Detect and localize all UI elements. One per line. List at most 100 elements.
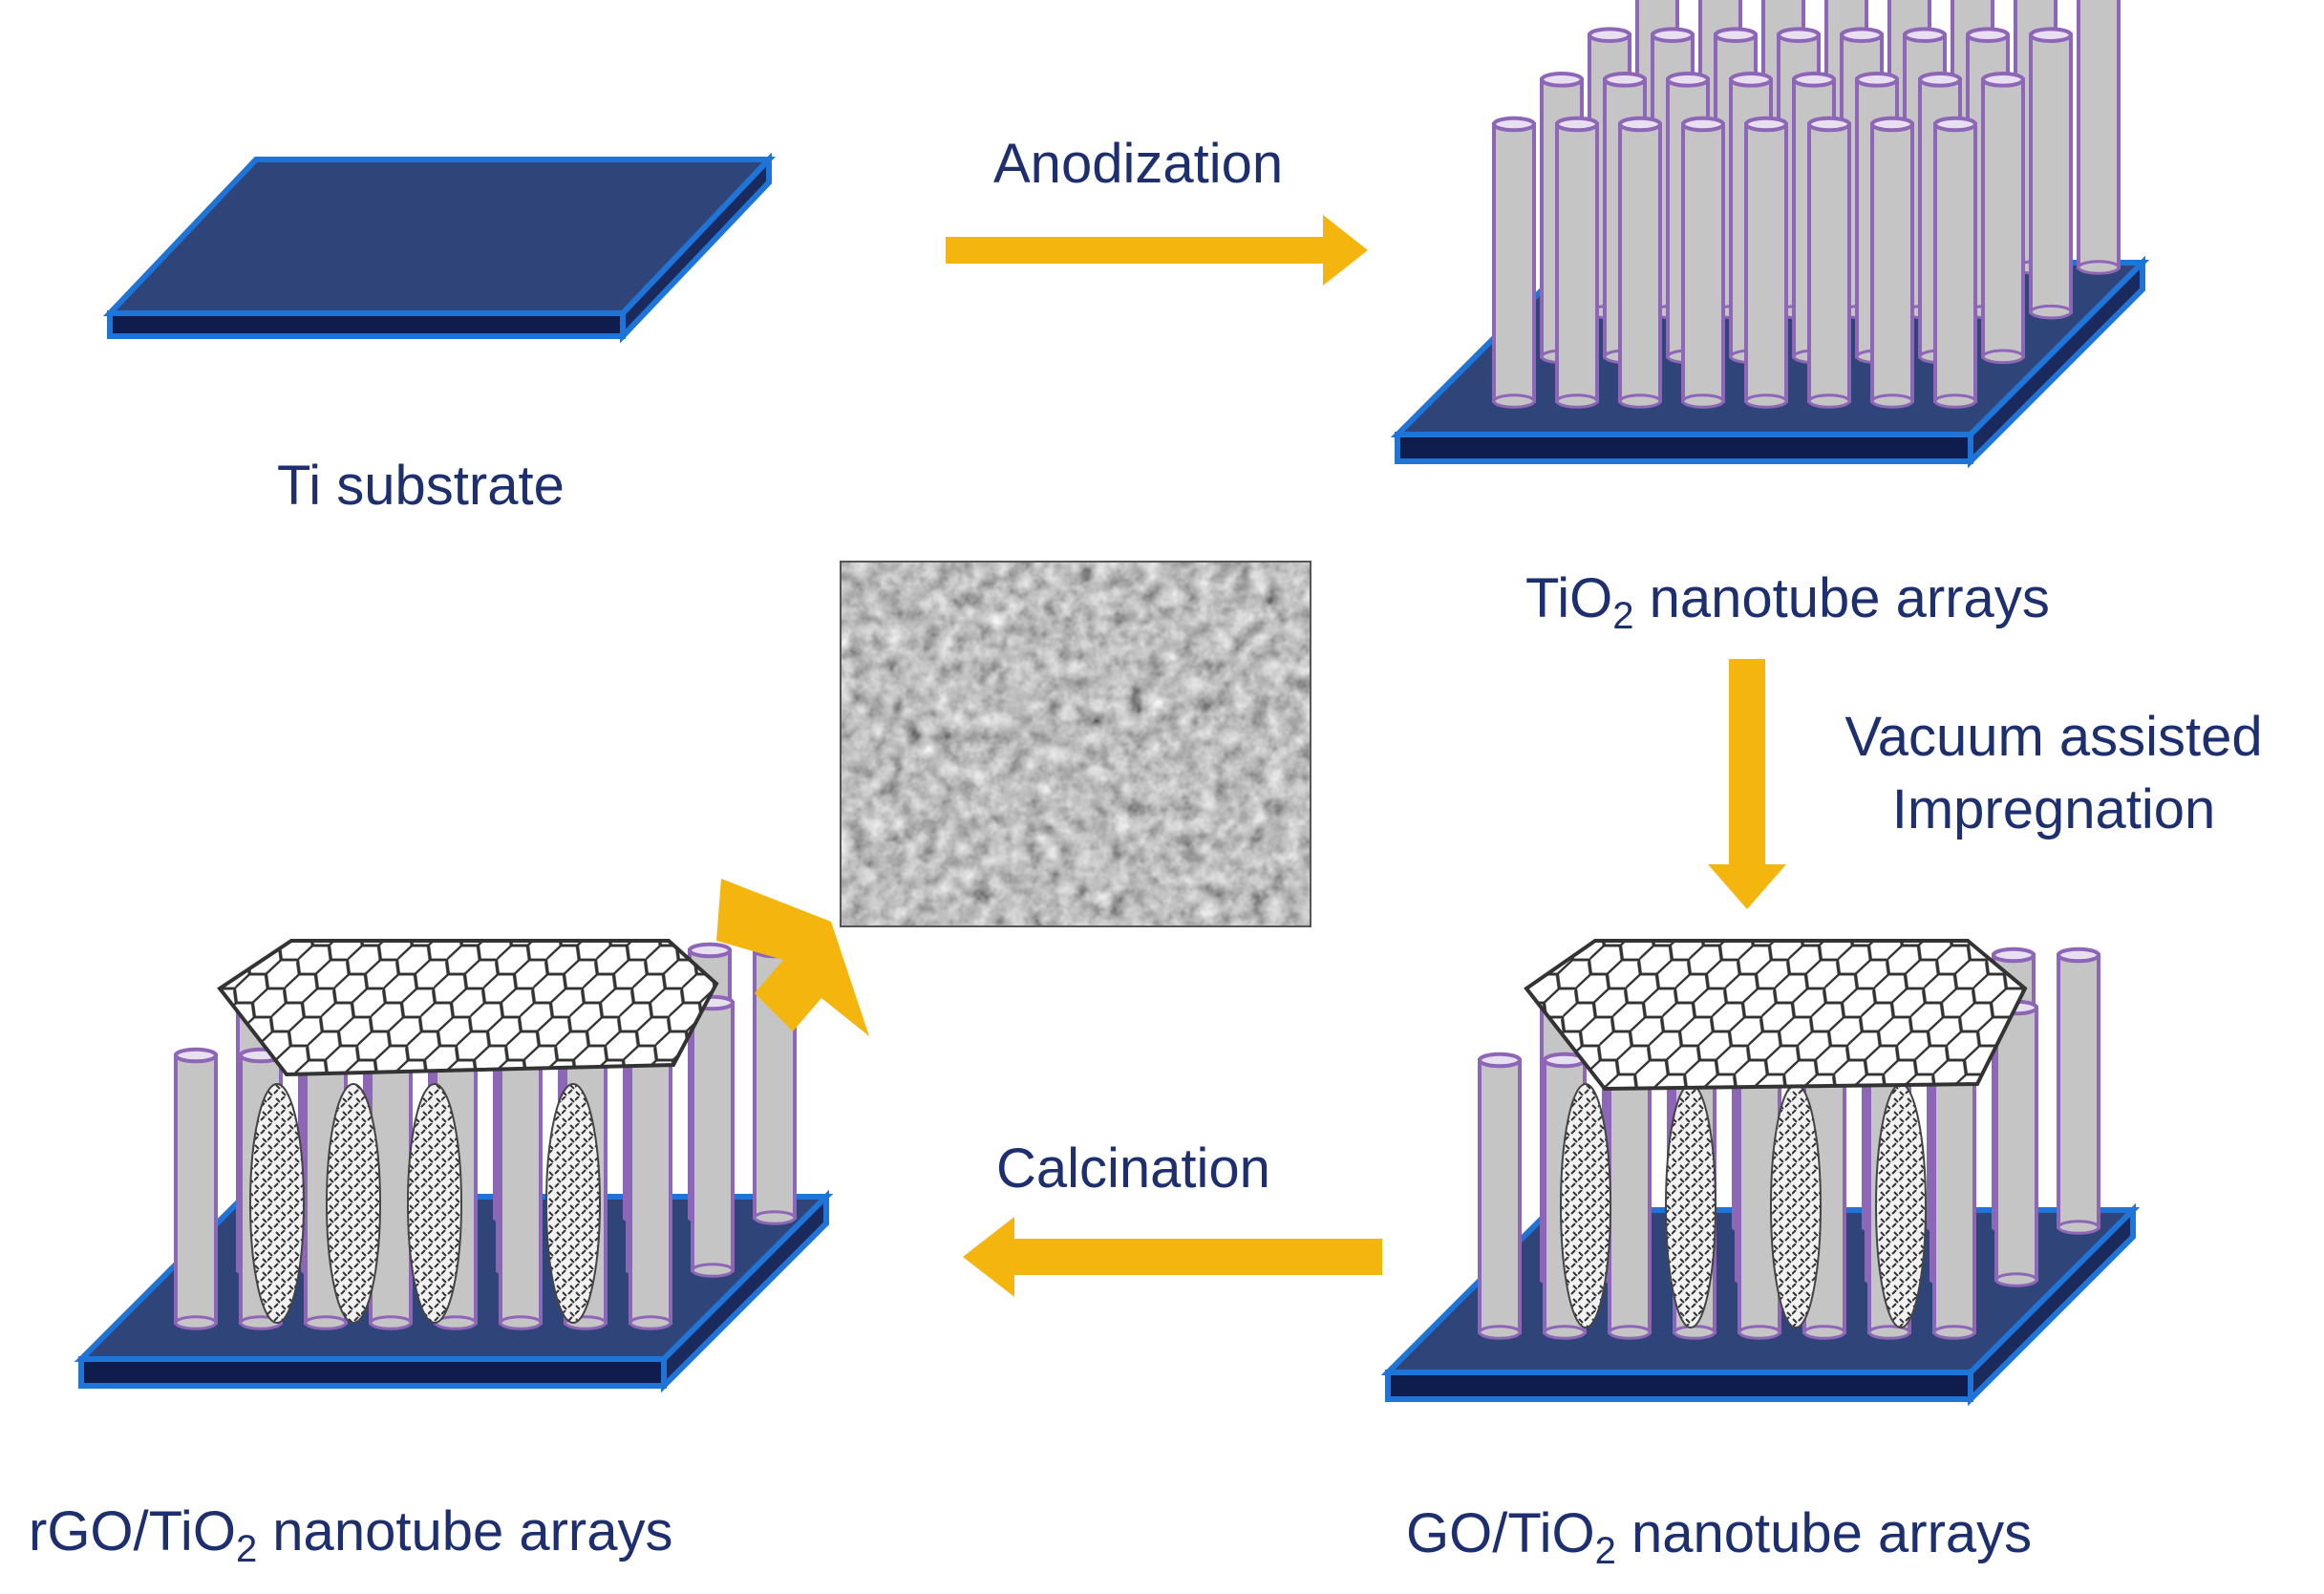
nanotube-base [1802, 1325, 1846, 1340]
nanotube-body [1478, 1058, 1522, 1334]
nanotube-base [1681, 393, 1725, 409]
nanotube-body [629, 1053, 672, 1325]
nanotube-base [499, 1315, 543, 1330]
nanotube-base [1744, 393, 1788, 409]
nanotube-body [2029, 32, 2073, 314]
nanotube-base [1981, 349, 2025, 365]
nanotube-top [1681, 116, 1725, 133]
rgo-tio2-nanotube-arrays-label: rGO/TiO2 nanotube arrays [29, 1500, 673, 1570]
nanotube-top [688, 942, 732, 959]
ti-substrate-label: Ti substrate [277, 455, 565, 517]
nanotube-top [1903, 27, 1947, 43]
go-sheet-in-tube [1875, 1083, 1927, 1328]
nanotube [691, 994, 735, 1278]
nanotube-top [1651, 27, 1695, 43]
step-anodization-label: Anodization [993, 133, 1284, 195]
nanotube-top [1618, 116, 1662, 133]
nanotube-base [1673, 1325, 1716, 1340]
reduced-graphene-oxide-layer [217, 939, 719, 1077]
go-sheet-in-tube [1770, 1083, 1822, 1328]
nanotube-top [1792, 72, 1836, 88]
nanotube-body [1492, 122, 1536, 403]
substrate-side-face [661, 1189, 829, 1393]
go-sheet-in-tube [1560, 1083, 1611, 1328]
nanotube [1981, 72, 2025, 365]
nanotube-top [1870, 116, 1914, 133]
nanotube [1933, 116, 1977, 409]
go-tio2-nanotube-arrays-label: GO/TiO2 nanotube arrays [1406, 1502, 2033, 1572]
nanotube-base [2029, 304, 2073, 320]
nanotube-base [1867, 1325, 1911, 1340]
nanotube-top [1492, 116, 1536, 133]
nanotube-body [1933, 122, 1977, 403]
nanotube [1492, 116, 1536, 409]
left-arrow-icon [963, 1217, 1382, 1297]
nanotube-top [1855, 72, 1899, 88]
nanotube-top [1966, 27, 2010, 43]
substrate-front-face [1385, 1370, 1973, 1402]
go-sheet-in-tube [249, 1083, 305, 1324]
nanotube-body [2077, 0, 2121, 269]
nanotube-top [1603, 72, 1647, 88]
nanotube-top [2029, 27, 2073, 43]
nanotube-base [1932, 1325, 1976, 1340]
substrate-front-face [107, 310, 626, 339]
nanotube [629, 1047, 672, 1330]
nanotube-base [1738, 1325, 1781, 1340]
nanotube-top [1555, 116, 1599, 133]
diagonal-up-right-arrow-icon [716, 879, 869, 1036]
nanotube-body [1981, 77, 2025, 359]
substrate-front-face [1395, 432, 1973, 464]
nanotube-base [1870, 393, 1914, 409]
substrate-side-face [1968, 1202, 2136, 1407]
nanotube-top [1918, 72, 1962, 88]
nanotube-base [691, 1263, 735, 1278]
nanotube [1608, 1052, 1652, 1340]
go-sheet-in-tube [326, 1083, 381, 1324]
nanotube-base [174, 1315, 218, 1330]
nanotube-body [1681, 122, 1725, 403]
nanotube [1478, 1052, 1522, 1340]
tio2-nanotube-arrays-label: TiO2 nanotube arrays [1525, 567, 2050, 637]
nanotube-body [1608, 1058, 1652, 1334]
nanotube-body [1555, 122, 1599, 403]
nanotube [2057, 946, 2100, 1235]
nanotube-top [1981, 72, 2025, 88]
graphene-oxide-layer [1524, 939, 2028, 1092]
nanotube-base [1492, 393, 1536, 409]
nanotube-body [691, 1001, 735, 1272]
nanotube [1618, 116, 1662, 409]
nanotube-top [1777, 27, 1821, 43]
nanotube-base [1618, 393, 1662, 409]
nanotube [1555, 116, 1599, 409]
nanotube-top [1588, 27, 1631, 43]
nanotube-body [1932, 1058, 1976, 1334]
substrate-side-face [620, 152, 772, 344]
nanotube-top [1933, 116, 1977, 133]
ti-substrate-plate [103, 152, 776, 344]
nanotube-base [1994, 1272, 2038, 1287]
nanotube [2029, 27, 2073, 320]
nanotube-top [1807, 116, 1851, 133]
go-sheet-in-tube [407, 1083, 462, 1324]
nanotube-top [1714, 27, 1758, 43]
step-vacuum-line2: Impregnation [1891, 778, 2216, 840]
nanotube-top [1992, 946, 2036, 964]
nanotube-base [2057, 1220, 2100, 1235]
tio2-nanotube-arrays-graphic [1390, 0, 2150, 469]
nanotube [2077, 0, 2121, 275]
nanotube-base [304, 1315, 348, 1330]
nanotube [499, 1047, 543, 1330]
nanotube-top [2057, 946, 2100, 964]
nanotube-base [369, 1315, 413, 1330]
nanotube-top [1840, 27, 1884, 43]
nanotube [1807, 116, 1851, 409]
nanotube-body [1994, 1006, 2038, 1282]
nanotube-base [1555, 393, 1599, 409]
down-arrow-icon [1708, 659, 1786, 909]
nanotube [1994, 999, 2038, 1287]
nanotube-base [1608, 1325, 1652, 1340]
nanotube-base [1933, 393, 1977, 409]
substrate-front-face [78, 1356, 667, 1389]
step-vacuum-label: Vacuum assisted Impregnation [1805, 710, 2302, 838]
